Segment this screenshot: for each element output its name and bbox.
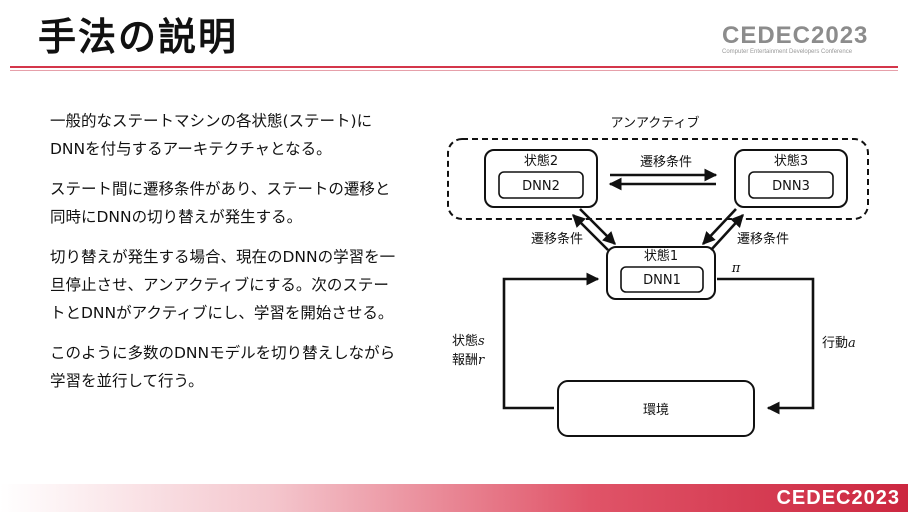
state-3-label: 状態3 — [774, 153, 808, 169]
cedec-logo: CEDEC2023 Computer Entertainment Develop… — [722, 22, 869, 56]
state-1-node: 状態1 DNN1 — [606, 246, 716, 300]
reward-label: 報酬r — [452, 353, 485, 368]
footer-logo: CEDEC2023 — [776, 487, 900, 509]
logo-tagline: Computer Entertainment Developers Confer… — [722, 49, 853, 55]
reward-var: r — [478, 353, 485, 368]
action-var: a — [848, 336, 856, 351]
dnn3-label: DNN3 — [772, 179, 810, 194]
observation-arrow — [502, 272, 600, 410]
state-3-node: 状態3 DNN3 — [734, 149, 848, 208]
transition-label-top: 遷移条件 — [640, 154, 692, 170]
paragraph-1: 一般的なステートマシンの各状態(ステート)に DNNを付与するアーキテクチャとな… — [50, 107, 425, 163]
footer-bar: CEDEC2023 — [0, 484, 908, 512]
inactive-group-label: アンアクティブ — [610, 115, 699, 131]
paragraph-line: 同時にDNNの切り替えが発生する。 — [50, 208, 303, 226]
state-2-label: 状態2 — [524, 153, 558, 169]
environment-node: 環境 — [557, 380, 755, 437]
state-2-node: 状態2 DNN2 — [484, 149, 598, 208]
slide-title: 手法の説明 — [38, 15, 239, 59]
action-label: 行動a — [822, 336, 856, 351]
paragraph-line: 切り替えが発生する場合、現在のDNNの学習を一 — [50, 248, 396, 266]
state-obs-label: 状態s — [452, 333, 485, 349]
state-obs-text: 状態 — [452, 333, 478, 349]
paragraph-line: DNNを付与するアーキテクチャとなる。 — [50, 140, 332, 158]
environment-label: 環境 — [643, 403, 669, 418]
body-text: 一般的なステートマシンの各状態(ステート)に DNNを付与するアーキテクチャとな… — [50, 107, 425, 407]
paragraph-line: 学習を並行して行う。 — [50, 372, 204, 390]
paragraph-2: ステート間に遷移条件があり、ステートの遷移と 同時にDNNの切り替えが発生する。 — [50, 175, 425, 231]
paragraph-line: このように多数のDNNモデルを切り替えしながら — [50, 344, 396, 362]
paragraph-4: このように多数のDNNモデルを切り替えしながら 学習を並行して行う。 — [50, 339, 425, 395]
transition-label-left: 遷移条件 — [531, 231, 583, 247]
dnn2-label: DNN2 — [522, 179, 560, 194]
transition-label-right: 遷移条件 — [737, 231, 789, 247]
state-var: s — [478, 334, 485, 349]
state-1-label: 状態1 — [644, 248, 678, 264]
action-arrow — [717, 277, 815, 415]
paragraph-line: 旦停止させ、アンアクティブにする。次のステー — [50, 276, 389, 294]
action-text: 行動 — [822, 336, 848, 351]
reward-text: 報酬 — [452, 353, 478, 368]
transition-arrow-1-to-2 — [572, 214, 609, 251]
paragraph-line: 一般的なステートマシンの各状態(ステート)に — [50, 112, 373, 130]
logo-wordmark: CEDEC2023 — [722, 22, 869, 49]
title-rule — [10, 66, 898, 68]
transition-arrow-1-to-3 — [710, 214, 744, 251]
dnn1-label: DNN1 — [643, 273, 681, 288]
title-rule-thin — [10, 70, 898, 71]
paragraph-3: 切り替えが発生する場合、現在のDNNの学習を一 旦停止させ、アンアクティブにする… — [50, 243, 425, 327]
policy-label: π — [731, 261, 741, 276]
inactive-group-box — [447, 138, 869, 220]
paragraph-line: トとDNNがアクティブにし、学習を開始させる。 — [50, 304, 394, 322]
paragraph-line: ステート間に遷移条件があり、ステートの遷移と — [50, 180, 391, 198]
state-machine-diagram: アンアクティブ 状態2 DNN2 状態3 DNN3 遷移条件 状態1 DNN1 … — [447, 115, 869, 437]
